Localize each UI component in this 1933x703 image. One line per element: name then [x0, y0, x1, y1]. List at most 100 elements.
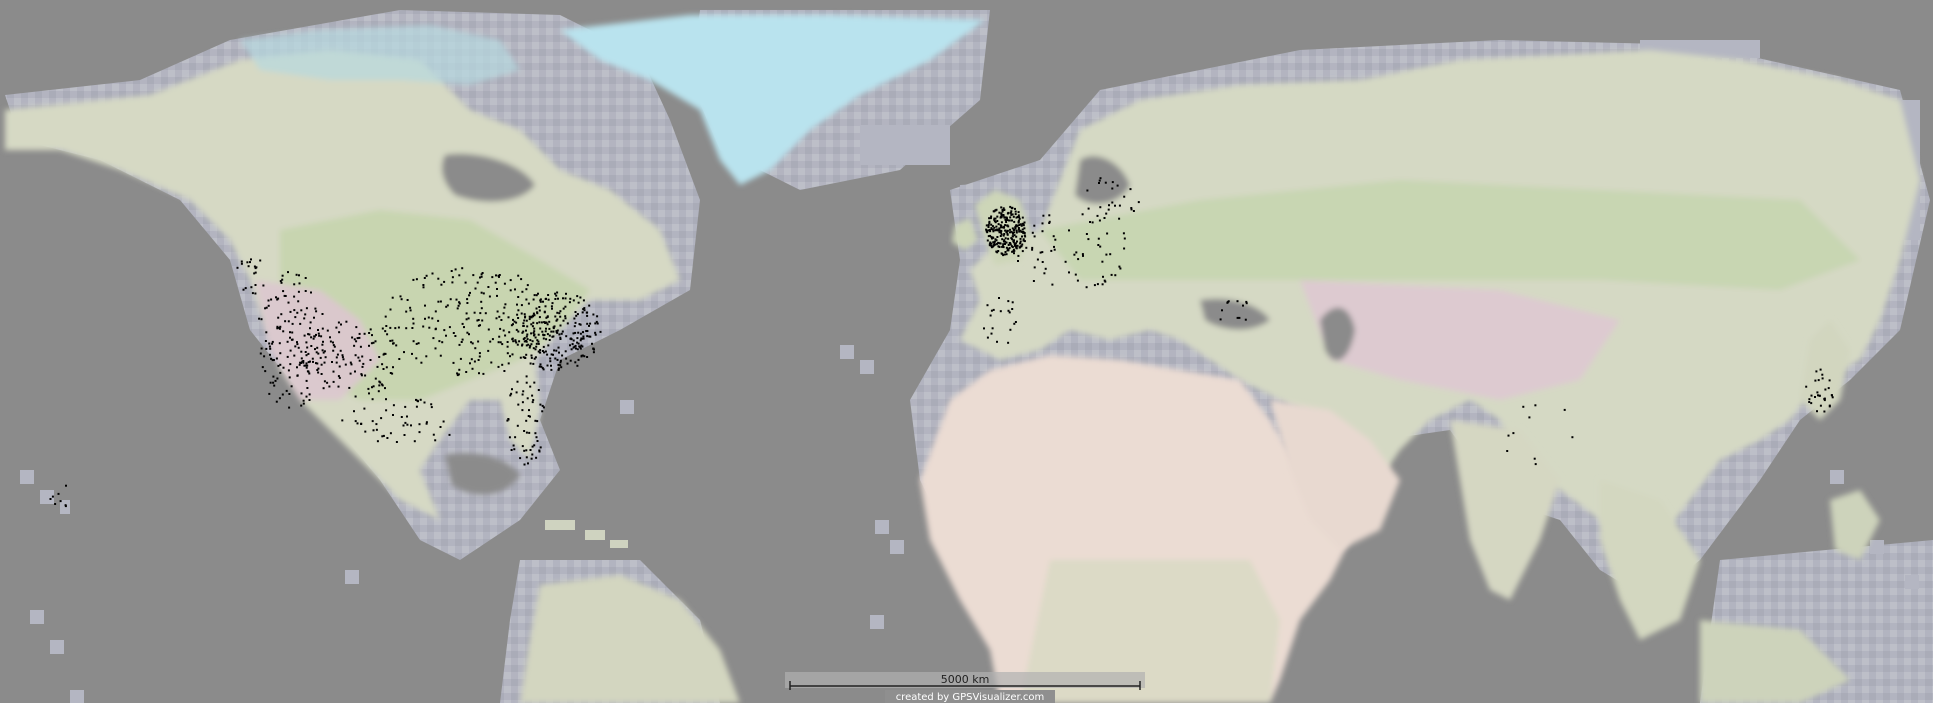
gps-point: [547, 298, 550, 301]
gps-point: [308, 399, 311, 401]
gps-point: [576, 337, 579, 340]
scale-label: 5000 km: [941, 673, 990, 686]
gps-point: [1099, 245, 1102, 248]
gps-point: [271, 342, 274, 345]
gps-point: [476, 319, 479, 322]
gps-point: [555, 294, 558, 297]
gps-point: [516, 303, 518, 306]
gps-point: [999, 235, 1002, 237]
gps-point: [467, 317, 470, 320]
gps-point: [374, 340, 377, 343]
gps-point: [989, 241, 992, 244]
gps-point: [1563, 408, 1566, 411]
gps-point: [339, 349, 342, 352]
gps-point: [297, 290, 300, 293]
gps-point: [495, 317, 498, 320]
gps-point: [582, 308, 585, 311]
gps-point: [554, 298, 557, 300]
gps-point: [546, 333, 549, 336]
gps-point: [443, 280, 446, 283]
gps-point: [557, 297, 559, 300]
gps-point: [580, 337, 583, 340]
gps-point: [395, 344, 398, 347]
gps-point: [1006, 233, 1009, 236]
gps-point: [418, 423, 421, 426]
gps-point: [1013, 239, 1015, 242]
gps-point: [465, 318, 468, 321]
gps-point: [1242, 304, 1244, 307]
gps-point: [350, 363, 353, 366]
gps-point: [1106, 232, 1109, 235]
gps-point: [1085, 286, 1088, 289]
gps-point: [288, 393, 291, 395]
gps-point: [371, 334, 373, 337]
gps-point: [541, 367, 544, 370]
gps-point: [359, 345, 362, 348]
gps-point: [302, 402, 305, 405]
gps-point: [1014, 213, 1017, 216]
gps-point: [523, 430, 526, 432]
gps-point: [588, 335, 591, 338]
gps-point: [519, 457, 522, 460]
gps-point: [551, 307, 553, 310]
gps-point: [517, 403, 520, 406]
gps-point: [326, 329, 329, 332]
gps-point: [1013, 252, 1015, 255]
gps-point: [1815, 370, 1818, 373]
gps-point: [1831, 396, 1834, 399]
gps-point: [261, 366, 264, 369]
gps-point: [472, 274, 475, 277]
gps-point: [1022, 239, 1025, 242]
gps-point: [573, 325, 576, 328]
gps-point: [532, 298, 535, 301]
gps-point: [574, 311, 577, 313]
gps-point: [559, 364, 562, 367]
gps-point: [1017, 211, 1020, 214]
gps-point: [497, 341, 500, 344]
gps-point: [1123, 237, 1126, 240]
gps-point: [1018, 217, 1021, 220]
gps-point: [552, 330, 555, 333]
gps-point: [320, 373, 323, 375]
gps-point: [529, 339, 532, 342]
gps-point: [1097, 244, 1100, 246]
gps-point: [249, 261, 251, 264]
gps-point: [480, 275, 483, 278]
gps-point: [987, 229, 990, 232]
gps-point: [324, 356, 327, 359]
south-america: [520, 575, 740, 703]
gps-point: [1005, 241, 1008, 244]
gps-point: [539, 403, 542, 406]
gps-point: [550, 330, 553, 333]
gps-point: [990, 223, 993, 226]
gps-point: [589, 335, 592, 338]
gps-point: [323, 380, 326, 383]
gps-point: [555, 330, 558, 333]
gps-point: [523, 337, 526, 340]
gps-point: [276, 327, 279, 330]
gps-point: [279, 325, 282, 328]
gps-point: [532, 347, 535, 350]
gps-point: [995, 229, 998, 232]
gps-point: [554, 315, 557, 318]
gps-point: [562, 307, 565, 310]
gps-point: [515, 391, 518, 394]
gps-point: [1098, 179, 1101, 182]
gps-point: [478, 352, 481, 355]
gps-point: [1007, 244, 1010, 246]
gps-point: [517, 309, 520, 312]
gps-point: [454, 268, 457, 271]
gps-point: [542, 337, 545, 340]
gps-point: [1006, 232, 1009, 235]
gps-point: [1101, 283, 1104, 286]
gps-point: [271, 340, 274, 343]
gps-point: [270, 298, 273, 301]
gps-point: [316, 362, 319, 365]
gps-point: [985, 224, 988, 227]
gps-point: [594, 331, 597, 334]
gps-point: [512, 323, 514, 326]
gps-point: [385, 409, 388, 412]
gps-point: [994, 229, 997, 232]
